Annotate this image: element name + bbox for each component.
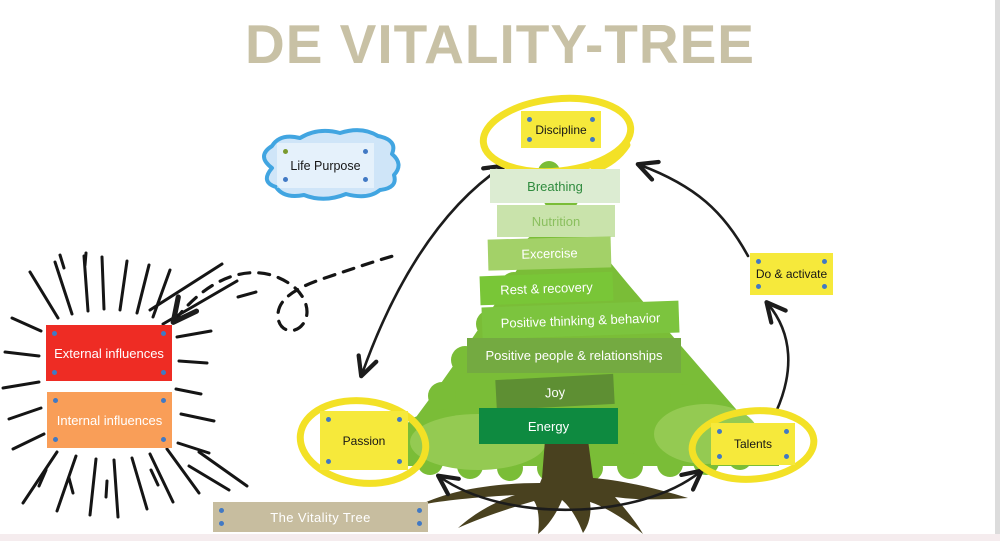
do-activate-label: Do & activate	[755, 267, 828, 281]
selection-handle[interactable]	[590, 117, 595, 122]
selection-handle[interactable]	[397, 417, 402, 422]
selection-handle[interactable]	[417, 508, 422, 513]
discipline-node[interactable]: Discipline	[521, 111, 601, 148]
tree-layer-label: Excercise	[521, 245, 578, 262]
arrow-passion-discipline[interactable]	[356, 163, 507, 379]
selection-handle[interactable]	[397, 459, 402, 464]
passion-label: Passion	[342, 433, 386, 448]
selection-handle[interactable]	[283, 177, 288, 182]
arrow-doactivate-discipline[interactable]	[635, 159, 750, 258]
talents-node[interactable]: Talents	[711, 423, 795, 465]
arrow-talents-doactivate[interactable]	[764, 300, 790, 414]
selection-handle[interactable]	[161, 398, 166, 403]
tree-layer-breathing[interactable]: Breathing	[490, 169, 620, 203]
selection-handle[interactable]	[363, 149, 368, 154]
selection-handle[interactable]	[717, 429, 722, 434]
tree-layer-label: Rest & recovery	[500, 279, 593, 298]
tree-layer-energy[interactable]: Energy	[479, 408, 618, 444]
selection-handle[interactable]	[527, 137, 532, 142]
selection-handle[interactable]	[417, 521, 422, 526]
selection-handle[interactable]	[822, 284, 827, 289]
selection-handle[interactable]	[363, 177, 368, 182]
talents-highlight-ring[interactable]	[688, 406, 818, 484]
selection-handle[interactable]	[326, 417, 331, 422]
tree-layer-rest-recovery[interactable]: Rest & recovery	[479, 271, 614, 306]
tree-layer-label: Nutrition	[531, 213, 581, 229]
selection-handle[interactable]	[822, 259, 827, 264]
selection-handle[interactable]	[53, 398, 58, 403]
tree-layer-label: Energy	[527, 418, 570, 434]
tree-layer-joy[interactable]: Joy	[495, 373, 615, 411]
passion-highlight-ring[interactable]	[295, 394, 430, 491]
dashed-influence-arrow[interactable]	[170, 254, 395, 333]
vitality-tree-caption: The Vitality Tree	[270, 509, 371, 525]
selection-handle[interactable]	[219, 508, 224, 513]
passion-node[interactable]: Passion	[320, 411, 408, 470]
tree-layer-label: Positive people & relationships	[485, 348, 663, 363]
talents-label: Talents	[733, 437, 773, 451]
life-purpose-node[interactable]: Life Purpose	[277, 143, 374, 188]
tree-layer-nutrition[interactable]: Nutrition	[497, 205, 615, 237]
selection-handle[interactable]	[784, 454, 789, 459]
burst-strokes	[1, 251, 258, 519]
do-activate-node[interactable]: Do & activate	[750, 253, 833, 295]
selection-handle[interactable]	[756, 259, 761, 264]
selection-handle[interactable]	[219, 521, 224, 526]
tree-layer-positive-people[interactable]: Positive people & relationships	[467, 338, 681, 373]
tree-layer-label: Positive thinking & behavior	[500, 309, 661, 331]
selection-handle[interactable]	[53, 437, 58, 442]
selection-handle[interactable]	[161, 370, 166, 375]
selection-handle[interactable]	[784, 429, 789, 434]
discipline-label: Discipline	[535, 122, 587, 137]
selection-handle[interactable]	[161, 331, 166, 336]
internal-influences-box[interactable]: Internal influences	[47, 392, 172, 448]
bottom-edge	[0, 534, 1000, 541]
vitality-tree-caption-box[interactable]: The Vitality Tree	[213, 502, 428, 532]
external-influences-box[interactable]: External influences	[46, 325, 172, 381]
page-title: DE VITALITY-TREE	[244, 13, 755, 75]
selection-handle[interactable]	[52, 331, 57, 336]
window-edge	[995, 0, 1000, 541]
selection-handle[interactable]	[52, 370, 57, 375]
tree-layer-excercise[interactable]: Excercise	[487, 236, 612, 271]
tree-layer-label: Joy	[544, 383, 566, 401]
selection-handle[interactable]	[527, 117, 532, 122]
selection-handle[interactable]	[161, 437, 166, 442]
arrow-passion-talents[interactable]	[435, 468, 704, 512]
selection-handle[interactable]	[283, 149, 288, 154]
external-influences-label: External influences	[54, 345, 164, 361]
selection-handle[interactable]	[590, 137, 595, 142]
tree-layer-label: Breathing	[527, 178, 583, 194]
selection-handle[interactable]	[756, 284, 761, 289]
selection-handle[interactable]	[326, 459, 331, 464]
discipline-ring-tail	[590, 141, 631, 174]
life-purpose-label: Life Purpose	[290, 158, 361, 173]
internal-influences-label: Internal influences	[56, 412, 163, 428]
selection-handle[interactable]	[717, 454, 722, 459]
